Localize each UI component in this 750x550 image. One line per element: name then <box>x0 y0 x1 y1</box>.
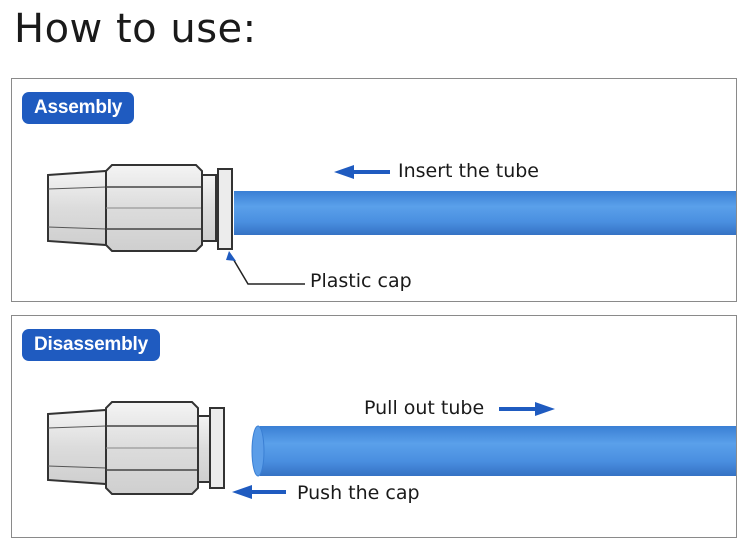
plastic-cap <box>209 407 225 489</box>
plastic-cap <box>217 168 233 250</box>
tube <box>234 191 736 235</box>
fitting-collar <box>197 415 211 483</box>
fitting-thread <box>47 408 107 486</box>
disassembly-illustration <box>47 401 736 499</box>
pull-arrow <box>499 402 555 416</box>
assembly-illustration <box>47 164 736 285</box>
push-arrow <box>232 485 286 499</box>
cap-leader-line <box>231 256 305 285</box>
plastic-cap-label: Plastic cap <box>310 270 412 292</box>
insert-tube-label: Insert the tube <box>398 160 539 182</box>
insert-arrow <box>334 165 390 179</box>
assembly-badge: Assembly <box>22 92 135 124</box>
page-title: How to use: <box>14 6 257 52</box>
fitting-collar <box>201 174 217 242</box>
disassembly-badge: Disassembly <box>22 329 160 361</box>
fitting-thread <box>47 169 107 247</box>
cap-pointer-arrow <box>226 251 236 261</box>
tube <box>255 426 736 476</box>
pull-out-tube-label: Pull out tube <box>364 397 485 419</box>
assembly-panel: Assembly Insert the tube Plastic cap <box>11 78 737 302</box>
disassembly-panel: Disassembly Pull out tube Push the cap <box>11 315 737 538</box>
push-cap-label: Push the cap <box>297 482 420 504</box>
